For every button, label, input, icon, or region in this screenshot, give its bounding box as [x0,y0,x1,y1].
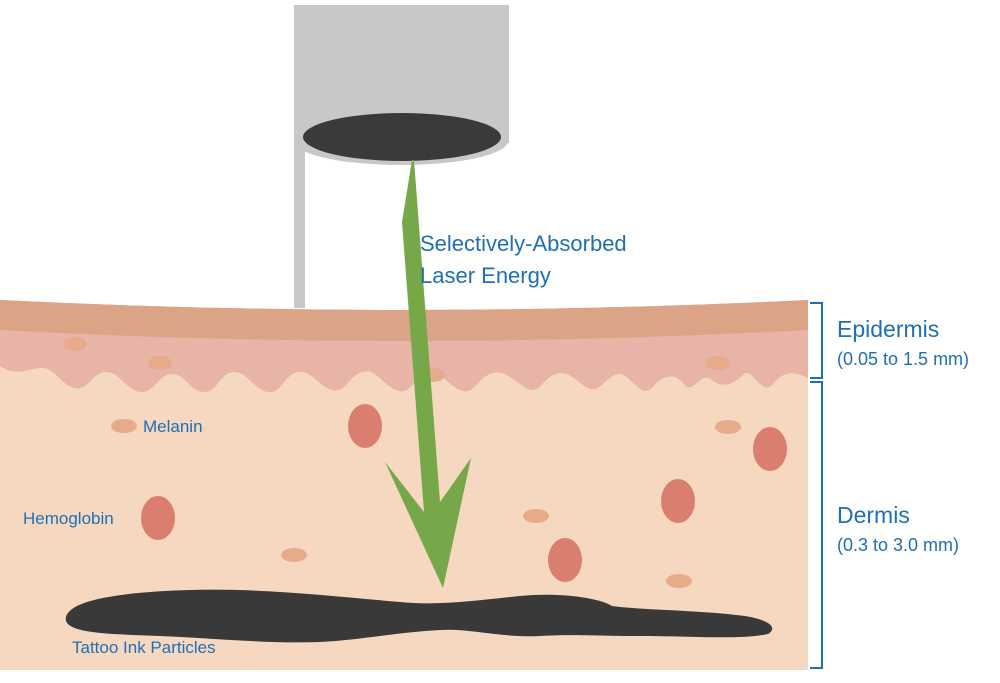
laser-beam-arrow [385,160,471,588]
epidermis-name: Epidermis [837,316,940,342]
epidermis-bracket [810,302,823,379]
hemoglobin-cell [548,538,582,582]
laser-energy-label: Selectively-Absorbed Laser Energy [420,228,627,292]
melanin-particle [111,419,137,433]
melanin-label: Melanin [143,417,203,436]
melanin-particle [666,574,692,588]
tattoo-ink-blob [65,589,773,643]
hemoglobin-label: Hemoglobin [23,509,114,528]
dermis-name: Dermis [837,502,910,528]
laser-lens [303,113,501,161]
dermis-layer [0,300,808,670]
dermis-bracket [810,381,823,669]
dermis-label: Dermis (0.3 to 3.0 mm) [837,500,959,560]
melanin-particle [706,356,730,370]
hemoglobin-cell [348,404,382,448]
hemoglobin-cell [141,496,175,540]
dermis-depth: (0.3 to 3.0 mm) [837,535,960,555]
melanin-particle [148,356,172,370]
epidermis-depth: (0.05 to 1.5 mm) [837,349,970,369]
laser-energy-label-line1: Selectively-Absorbed [420,231,627,256]
melanin-particle [281,548,307,562]
laser-arm [294,140,305,308]
melanin-particle [63,337,87,351]
epidermis-top-band [0,300,808,341]
epidermis-label: Epidermis (0.05 to 1.5 mm) [837,314,969,374]
hemoglobin-cell [753,427,787,471]
melanin-particle [523,509,549,523]
melanin-particle [715,420,741,434]
tattoo-ink-label: Tattoo Ink Particles [72,638,216,657]
laser-energy-label-line2: Laser Energy [420,263,551,288]
hemoglobin-cell [661,479,695,523]
